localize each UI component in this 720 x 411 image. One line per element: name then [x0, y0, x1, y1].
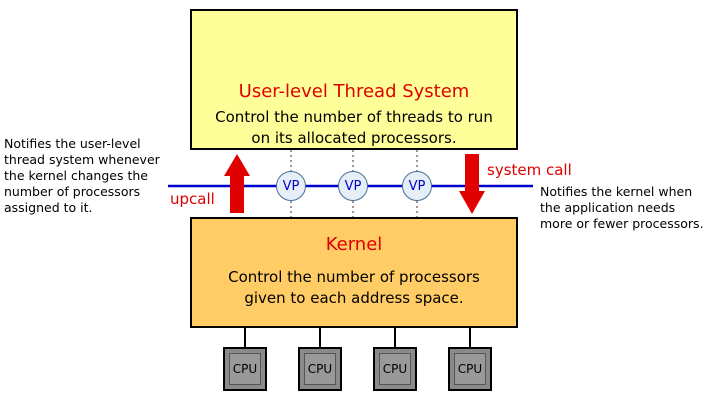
system-call-arrow: [459, 154, 485, 214]
cpu-connectors: [244, 328, 471, 347]
right-note-line: the application needs: [540, 200, 676, 215]
left-note-line: thread system whenever: [4, 152, 160, 167]
user-box-desc-line2: on its allocated processors.: [251, 129, 457, 147]
cpu-chip-3: CPU: [373, 347, 417, 391]
kernel-box-title: Kernel: [325, 234, 383, 255]
kernel-box: Kernel Control the number of processors …: [190, 217, 518, 328]
upcall-arrow: [224, 154, 250, 213]
right-note-line: Notifies the kernel when: [540, 184, 693, 199]
left-note-line: number of processors: [4, 184, 141, 199]
right-note-line: more or fewer processors.: [540, 216, 704, 231]
left-note: Notifies the user-level thread system wh…: [4, 136, 160, 216]
cpu-label-1: CPU: [229, 353, 261, 385]
upcall-label: upcall: [170, 190, 215, 208]
cpu-chip-2: CPU: [298, 347, 342, 391]
left-note-line: Notifies the user-level: [4, 136, 141, 151]
user-box-desc-line1: Control the number of threads to run: [215, 108, 493, 126]
left-note-line: the kernel changes the: [4, 168, 148, 183]
kernel-box-desc-line1: Control the number of processors: [228, 268, 480, 286]
left-note-line: assigned to it.: [4, 200, 93, 215]
vp-dotted-connectors: [290, 150, 418, 217]
cpu-label-2: CPU: [304, 353, 336, 385]
vp-circle-1: VP: [276, 171, 306, 201]
cpu-chip-1: CPU: [223, 347, 267, 391]
vp-circle-2: VP: [338, 171, 368, 201]
right-note: Notifies the kernel when the application…: [540, 184, 704, 232]
cpu-label-3: CPU: [379, 353, 411, 385]
user-box-title: User-level Thread System: [238, 81, 470, 102]
cpu-label-4: CPU: [454, 353, 486, 385]
user-level-thread-system-box: User-level Thread System Control the num…: [190, 9, 518, 150]
vp-circle-3: VP: [402, 171, 432, 201]
kernel-box-desc-line2: given to each address space.: [244, 289, 464, 307]
system-call-label: system call: [487, 161, 572, 179]
cpu-chip-4: CPU: [448, 347, 492, 391]
